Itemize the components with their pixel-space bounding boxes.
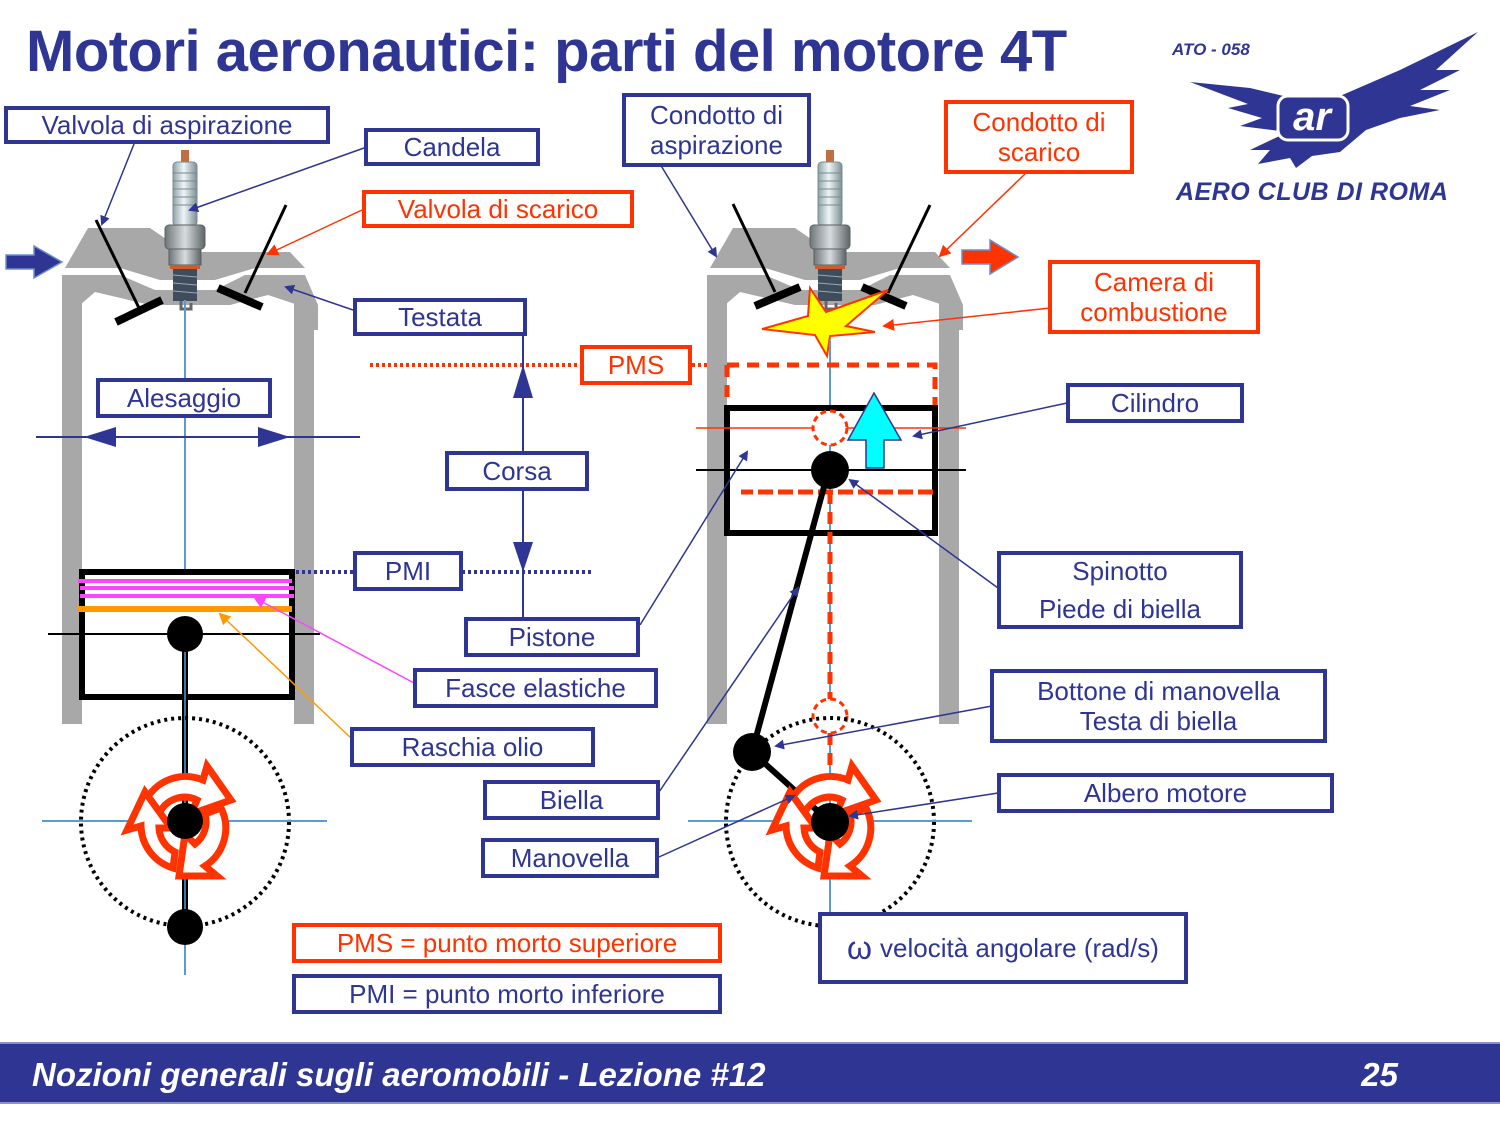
- footer-bar: Nozioni generali sugli aeromobili - Lezi…: [0, 1042, 1500, 1104]
- label-manovella: Manovella: [481, 838, 659, 878]
- label-biella: Biella: [483, 780, 660, 820]
- label-pmi: PMI: [353, 551, 463, 591]
- left-cylinder-wall-left: [62, 300, 82, 724]
- leader-lines: [100, 143, 1068, 858]
- label-fasce-elastiche: Fasce elastiche: [413, 668, 658, 708]
- right-spark-plug-icon: [808, 148, 852, 311]
- label-testata: Testata: [353, 298, 527, 336]
- label-albero-motore: Albero motore: [997, 773, 1334, 813]
- corsa-up-arrow-icon: [513, 365, 533, 398]
- legend-pms-definition: PMS = punto morto superiore: [292, 923, 722, 963]
- label-candela: Candela: [364, 128, 540, 166]
- logo-name: AERO CLUB DI ROMA: [1176, 178, 1449, 206]
- page-title: Motori aeronautici: parti del motore 4T: [26, 19, 1067, 84]
- intake-arrow-icon: [5, 244, 64, 280]
- label-pistone: Pistone: [464, 617, 640, 657]
- label-valvola-scarico: Valvola di scarico: [362, 190, 634, 228]
- label-pms: PMS: [580, 345, 692, 385]
- label-velocita-angolare: ω velocità angolare (rad/s): [818, 912, 1188, 984]
- label-alesaggio: Alesaggio: [96, 378, 272, 418]
- logo-monogram: ar: [1293, 95, 1333, 139]
- corsa-down-arrow-icon: [513, 542, 533, 572]
- page-number: 25: [1361, 1056, 1398, 1093]
- label-cilindro: Cilindro: [1066, 383, 1244, 423]
- right-engine: [688, 148, 1020, 975]
- label-valvola-aspirazione: Valvola di aspirazione: [4, 106, 330, 144]
- legend-pmi-definition: PMI = punto morto inferiore: [292, 974, 722, 1014]
- label-raschia-olio: Raschia olio: [350, 727, 595, 767]
- left-spark-plug-icon: [163, 148, 207, 311]
- piston-up-arrow-icon: [846, 391, 903, 469]
- logo-code: ATO - 058: [1172, 40, 1250, 59]
- label-corsa: Corsa: [445, 451, 589, 491]
- exhaust-arrow-icon: [961, 238, 1020, 276]
- aero-club-logo-eagle-icon: ar: [1190, 32, 1478, 168]
- combustion-star-icon: [761, 285, 889, 359]
- footer-lesson-title: Nozioni generali sugli aeromobili - Lezi…: [32, 1056, 766, 1093]
- left-cylinder-wall-right: [294, 300, 314, 724]
- left-engine: [5, 148, 360, 975]
- omega-symbol: ω: [847, 930, 873, 966]
